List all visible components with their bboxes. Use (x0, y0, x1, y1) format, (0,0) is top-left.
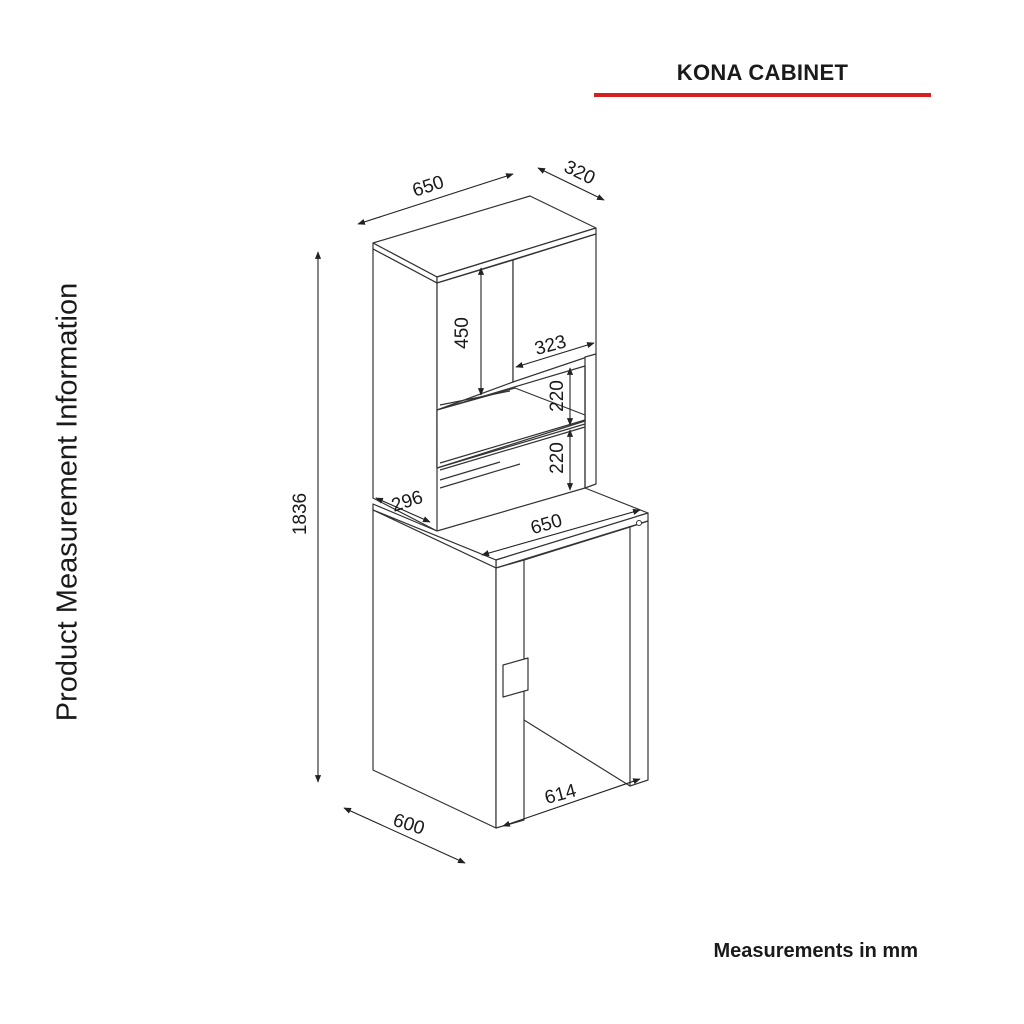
dim-line-top-width (357, 173, 514, 225)
label-shelf-upper: 220 (547, 380, 568, 412)
hutch-left-side (372, 248, 438, 532)
hutch-right-side (584, 353, 597, 489)
units-note: Measurements in mm (713, 940, 918, 962)
left-door (436, 259, 514, 411)
label-base-width: 614 (543, 780, 579, 809)
hutch-unit (372, 195, 597, 532)
label-shelf-lower: 220 (547, 442, 568, 474)
rear-brace (502, 657, 529, 698)
label-base-depth: 600 (390, 810, 427, 840)
product-title: KONA CABINET (676, 60, 849, 85)
label-total-height: 1836 (290, 493, 311, 535)
dim-line-base-width (502, 778, 641, 827)
title-underline (594, 93, 931, 97)
dim-line-desk-depth (375, 497, 431, 523)
label-door-height: 450 (452, 317, 473, 349)
dim-line-desk-width (481, 508, 641, 557)
right-door (512, 233, 597, 383)
dim-line-door-width (515, 342, 595, 368)
base-right-side (629, 520, 649, 787)
dimension-lines (314, 167, 641, 864)
label-top-depth: 320 (561, 157, 599, 190)
dim-line-top-depth (537, 167, 605, 201)
base-unit (372, 487, 649, 829)
dim-line-base-depth (343, 807, 466, 864)
